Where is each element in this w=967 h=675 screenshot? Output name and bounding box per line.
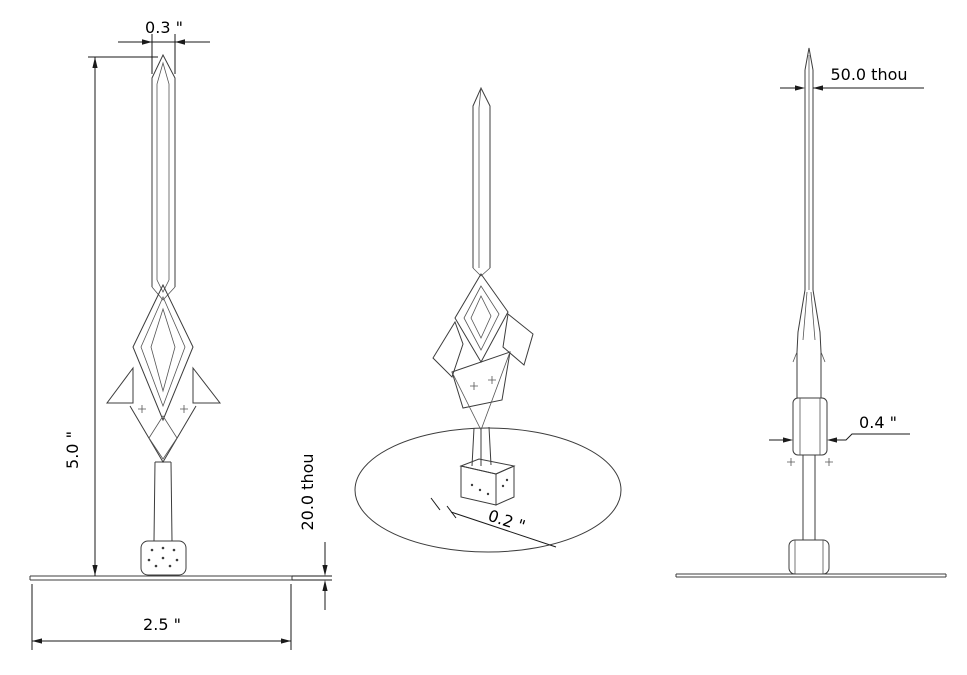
rivet-dot: [175, 558, 179, 562]
iso-sword: [432, 86, 534, 506]
front-guard-diamond-inner: [150, 307, 176, 393]
front-guard-cross-left: [138, 405, 146, 413]
rivet-dot: [501, 484, 505, 488]
side-blade: [804, 47, 814, 290]
dim-ext-lines-plate: [292, 575, 332, 581]
dim-label-front-height: 5.0 ": [63, 431, 82, 469]
iso-guard-plate-inner: [470, 295, 492, 339]
dim-tick: [430, 497, 441, 511]
iso-blade: [472, 86, 491, 268]
front-dimensions: 0.3 " 5.0 " 20.0 thou 2.5 ": [31, 18, 332, 650]
side-dimensions: 50.0 thou 0.4 ": [769, 65, 924, 443]
side-guard-upper-profile: [796, 289, 822, 398]
iso-base-disc: [354, 427, 622, 553]
side-view: [675, 47, 947, 578]
side-guard-box: [792, 397, 828, 456]
front-guard-diamond-outer: [132, 283, 194, 422]
side-guard-inner-lines: [792, 291, 826, 363]
rivet-dot: [172, 548, 176, 552]
dim-label-side-hilt-width: 0.4 ": [859, 413, 897, 432]
iso-grip: [471, 426, 492, 467]
iso-blade-edge: [478, 87, 482, 268]
iso-guard-plate-mid: [463, 285, 500, 351]
arrowhead: [175, 39, 185, 45]
isometric-view: 0.2 ": [354, 86, 622, 553]
dim-leader-hilt-width: [837, 433, 910, 441]
dim-label-front-base-width: 2.5 ": [143, 615, 181, 634]
iso-base-block-left-face: [460, 465, 497, 506]
front-grip: [153, 461, 173, 542]
arrowhead: [142, 39, 152, 45]
arrowhead: [92, 565, 98, 576]
front-pommel: [140, 540, 187, 576]
dim-leader-line: [450, 511, 557, 548]
front-view: [29, 53, 293, 581]
iso-blade-root: [472, 267, 491, 277]
arrowhead: [32, 638, 42, 644]
dim-label-side-blade-thickness: 50.0 thou: [830, 65, 907, 84]
arrowhead: [92, 57, 98, 68]
iso-base-block-right-face: [495, 465, 515, 506]
front-base-plate: [29, 575, 293, 581]
front-blade-root: [151, 279, 176, 301]
front-guard-cross-right: [180, 405, 188, 413]
front-guard-left-wing: [106, 366, 134, 404]
iso-block-rivets: [470, 478, 509, 496]
front-blade-bevel: [156, 61, 170, 280]
side-base-plate: [675, 573, 947, 578]
iso-guard-lower-v: [451, 351, 511, 432]
dim-label-iso-peg-width: 0.2 ": [486, 506, 528, 536]
arrowhead: [827, 437, 837, 443]
iso-guard-right-wing: [502, 313, 534, 366]
side-cross-right: [825, 458, 833, 466]
side-cross-left: [787, 458, 795, 466]
rivet-dot: [150, 548, 154, 552]
rivet-dot: [161, 556, 165, 560]
rivet-dot: [147, 558, 151, 562]
arrowhead: [281, 638, 291, 644]
iso-guard-cross-marks: [470, 376, 496, 390]
rivet-dot: [470, 483, 474, 487]
rivet-dot: [505, 478, 509, 482]
side-grip: [802, 455, 816, 540]
iso-guard-lower-plate: [451, 351, 511, 409]
arrowhead: [322, 565, 328, 576]
side-guard-box-edges: [799, 398, 821, 455]
front-guard-small-diamond: [148, 415, 178, 460]
arrowhead: [322, 580, 328, 591]
arrowhead: [795, 85, 805, 91]
dim-label-front-blade-width: 0.3 ": [145, 18, 183, 37]
arrowhead: [783, 437, 793, 443]
front-guard-lower-v: [129, 405, 197, 463]
dim-label-front-plate-thickness: 20.0 thou: [298, 453, 317, 530]
front-guard-right-wing: [192, 366, 222, 404]
front-blade-outline: [151, 53, 176, 287]
front-pommel-rivets: [147, 546, 179, 568]
dim-ext-lines-base-width: [31, 584, 292, 650]
rivet-dot: [161, 546, 165, 550]
rivet-dot: [154, 564, 158, 568]
rivet-dot: [168, 564, 172, 568]
rivet-dot: [478, 488, 482, 492]
side-pommel-edges: [794, 540, 824, 574]
front-guard-diamond-mid: [140, 296, 186, 408]
dim-ext-lines-blade-width: [151, 34, 176, 74]
iso-dimension: 0.2 ": [430, 497, 557, 548]
rivet-dot: [486, 492, 490, 496]
iso-guard-left-wing: [432, 320, 464, 378]
